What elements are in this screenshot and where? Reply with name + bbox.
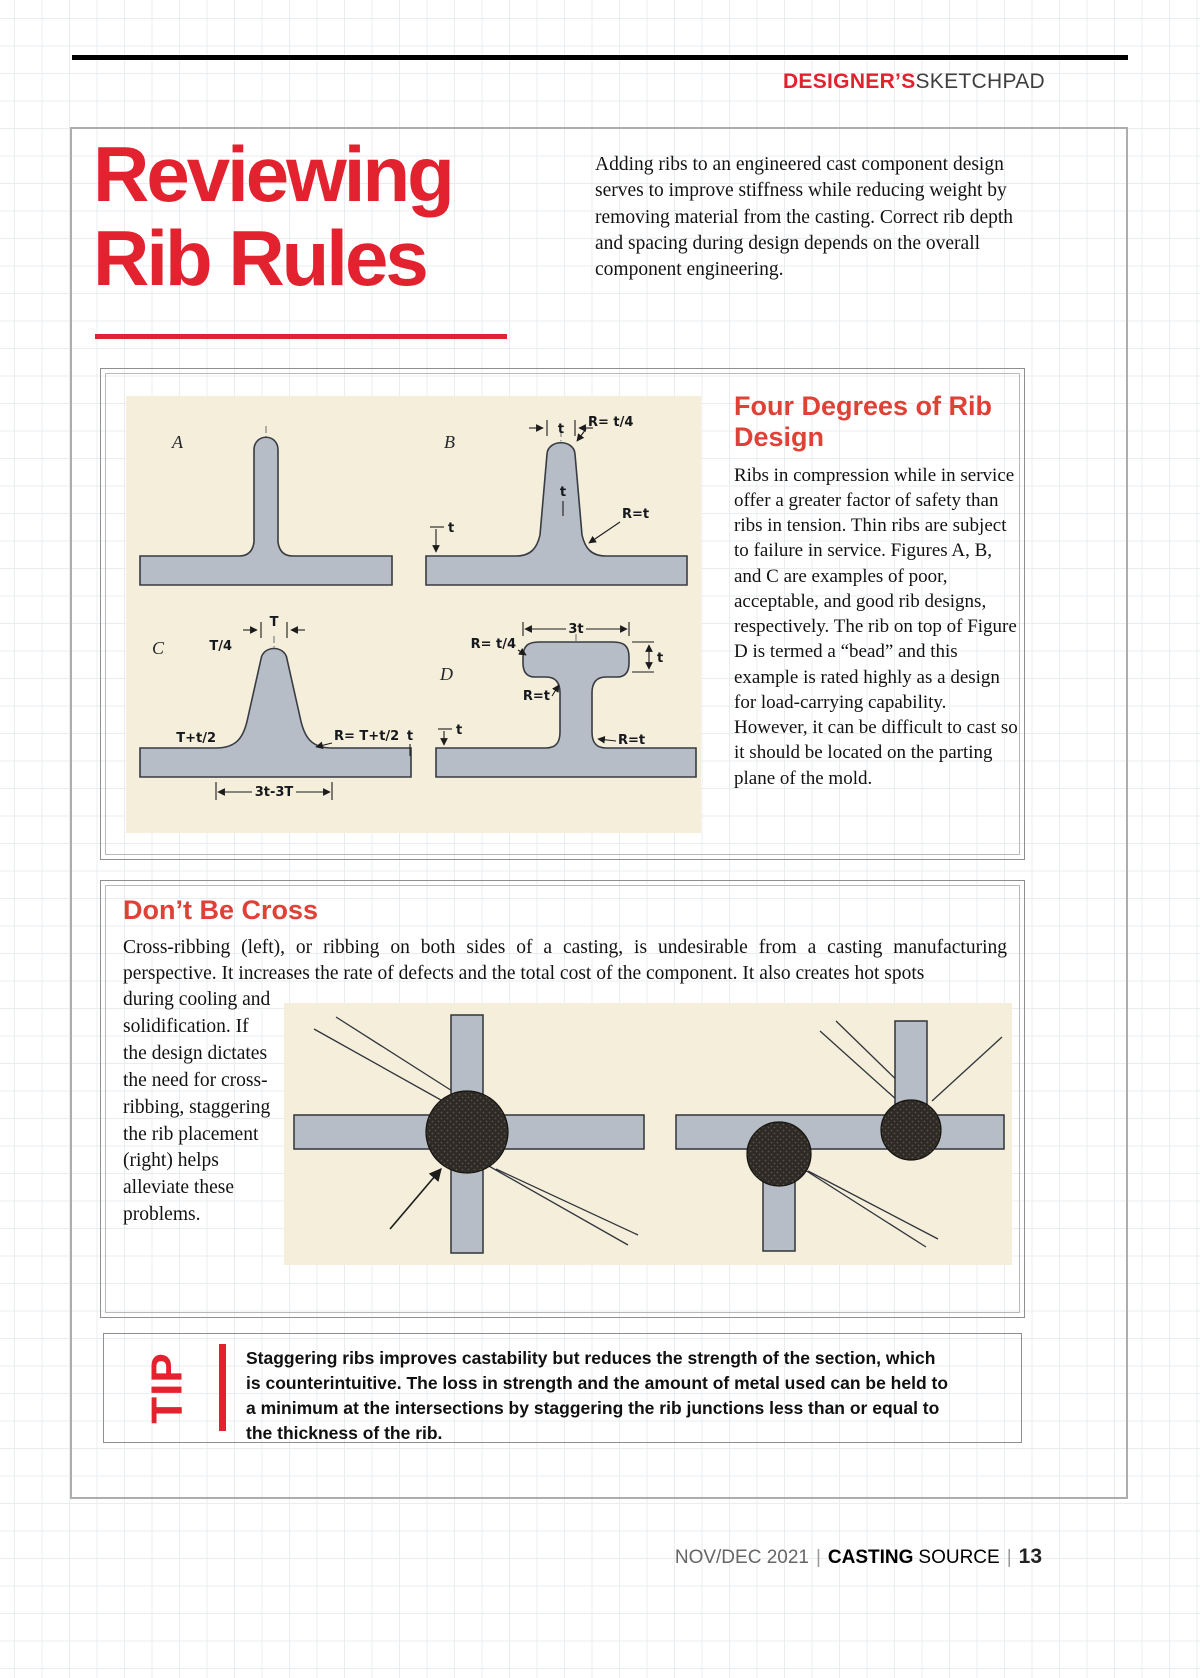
figure-b: B t R= t/4 t R=t [425,415,688,586]
leader-line [517,648,527,656]
figure-a-label: A [171,432,184,452]
perspective-line [495,1168,639,1236]
figure-c: C T/4 T T+t/2 R= T+t/2 t [139,615,413,800]
figure-a-section-shape [139,436,393,586]
footer-separator: | [1006,1547,1012,1568]
figure-b-section-shape [425,441,688,586]
figure-c-label: C [152,638,165,658]
ann-d-plate-t: t [456,723,462,738]
tip-label: TIP [114,1334,222,1441]
ann-d-r-t-bottom: R=t [618,733,645,748]
rib-design-heading: Four Degrees of Rib Design [734,391,993,452]
figure-c-section-shape [139,647,412,778]
cross-left-column: during cooling and solidification. If th… [123,989,271,1226]
perspective-line [931,1036,1003,1102]
cross-ribbing-illustration [284,1003,1012,1265]
ann-b-r-quarter: R= t/4 [588,415,633,430]
perspective-line [313,1028,458,1110]
rib-designs-illustration: A B t R= t/4 t [126,396,701,833]
masthead-designers: DESIGNER’S [782,70,916,93]
leader-line [588,521,621,544]
figure-d: D R= t/4 3t t R=t [435,622,697,778]
footer-page-number: 13 [1018,1545,1042,1568]
hot-spot [880,1099,942,1161]
content-frame [70,127,1128,1499]
masthead-sketchpad: SKETCHPAD [915,70,1045,93]
leader-line [315,741,333,750]
page-title-line1: Reviewing [93,130,455,218]
ann-b-r-t: R=t [622,507,649,522]
leader-line [597,735,617,744]
rib-sections-figure: A B t R= t/4 t [139,415,697,800]
rib-design-column: Four Degrees of Rib Design Ribs in compr… [734,391,1022,791]
figure-b-label: B [444,432,455,452]
page-title-line2: Rib Rules [93,214,429,303]
staggered-plate [675,1114,1005,1150]
cross-ribbing-section: Don’t Be Cross Cross-ribbing (left), or … [100,880,1025,1318]
tip-box: TIP Staggering ribs improves castability… [103,1333,1022,1443]
title-underline [95,334,507,339]
intro-paragraph: Adding ribs to an engineered cast compon… [595,154,1014,281]
ann-c-base: T+t/2 [176,731,216,746]
leader-line [576,428,587,442]
ann-c-t-quarter: T/4 [209,639,232,654]
ann-c-radius: R= T+t/2 [334,729,399,744]
ann-b-plate-t: t [448,521,454,536]
cross-heading: Don’t Be Cross [123,895,319,925]
figure-b-dimensions: t R= t/4 t R=t t [430,415,649,553]
hot-spot-arrow [389,1168,442,1230]
perspective-line [819,1030,899,1102]
figure-d-dimensions: R= t/4 3t t R=t [438,622,663,748]
perspective-line [479,1160,629,1246]
footer-separator: | [815,1547,821,1568]
header-rule [72,55,1128,60]
ann-b-mid-t: t [560,485,566,500]
figure-d-label: D [439,664,453,684]
hot-spot [425,1090,509,1174]
perspective-line [807,1170,939,1240]
perspective-line [793,1162,927,1248]
perspective-line [335,1016,472,1104]
figure-a: A [139,426,393,586]
tip-text: Staggering ribs improves castability but… [246,1348,949,1443]
tip-divider-bar [219,1344,226,1431]
ann-c-span: 3t-3T [255,785,294,800]
hot-spot [746,1121,812,1187]
cross-paragraph: Cross-ribbing (left), or ribbing on both… [123,937,1007,984]
footer-brand-casting: CASTING [827,1547,914,1568]
ann-d-3t: 3t [568,622,583,637]
leader-line [551,684,560,697]
ann-c-t: t [407,729,413,744]
ann-d-r-quarter: R= t/4 [471,637,516,652]
footer-brand-source: SOURCE [918,1547,1000,1568]
rib-design-section: A B t R= t/4 t [100,368,1025,860]
page-title: Reviewing Rib Rules [93,130,455,303]
cross-ribbing-figure [293,1014,1005,1254]
ann-d-r-t-top: R=t [523,689,550,704]
staggered-rib-right [675,1020,1005,1252]
rib-design-body: Ribs in compression while in service off… [734,464,1018,789]
figure-c-dimensions: T/4 T T+t/2 R= T+t/2 t [176,615,413,800]
masthead: DESIGNER’SSKETCHPAD [783,70,1045,94]
ann-d-bead-t: t [657,651,663,666]
tip-label-text: TIP [142,1351,192,1424]
footer-issue: NOV/DEC 2021 [674,1547,809,1568]
ann-c-top-T: T [270,615,279,630]
ann-b-top-t: t [558,422,564,437]
cross-rib-left [293,1014,645,1254]
